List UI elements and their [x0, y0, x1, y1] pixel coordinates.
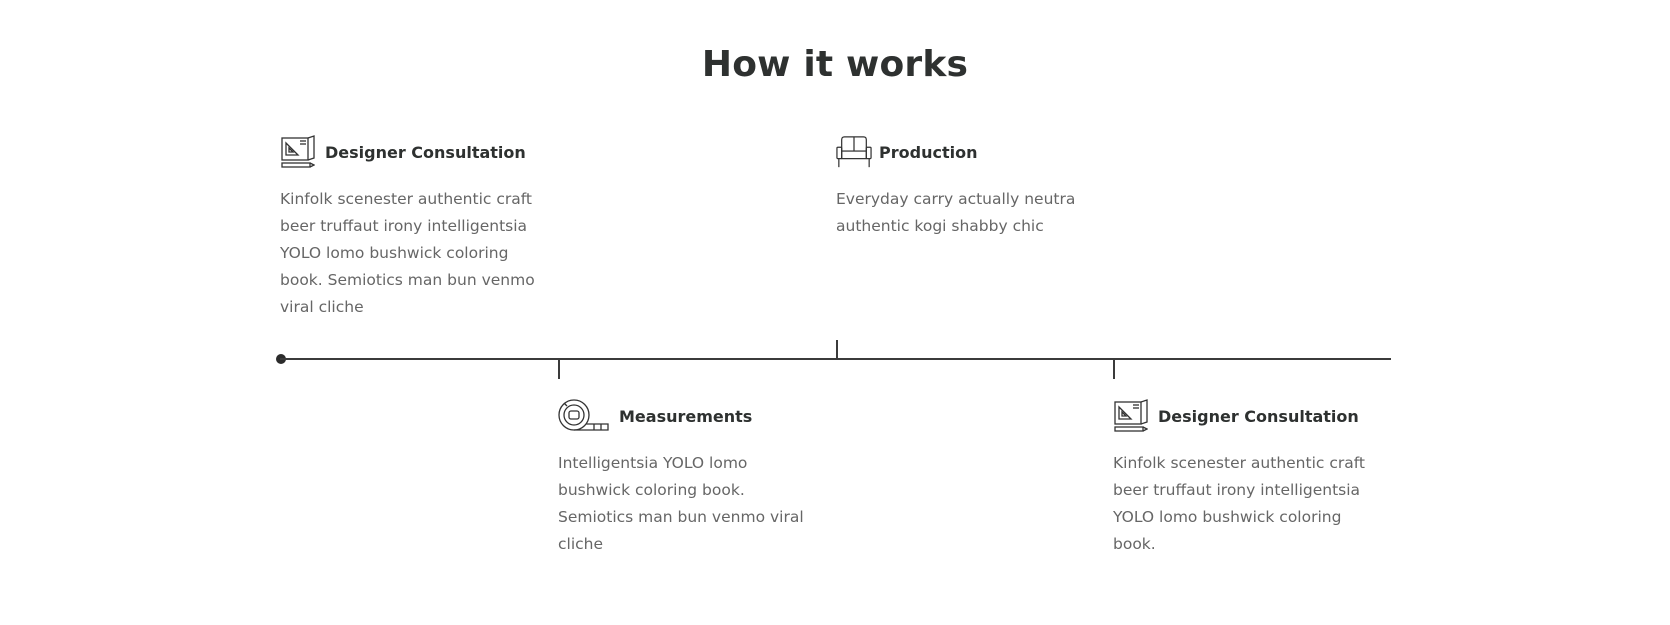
- step-measurements: Measurements Intelligentsia YOLO lomo bu…: [558, 398, 828, 558]
- tape-measure-icon: [558, 398, 610, 434]
- step-title: Designer Consultation: [325, 142, 526, 162]
- step-header: Designer Consultation: [1113, 398, 1383, 434]
- timeline-line: [280, 358, 1391, 360]
- step-description: Kinfolk scenester authentic craft beer t…: [1113, 454, 1365, 553]
- step-header: Measurements: [558, 398, 828, 434]
- sofa-icon: [836, 134, 872, 170]
- blueprint-icon: [280, 134, 316, 170]
- step-description: Everyday carry actually neutra authentic…: [836, 190, 1076, 235]
- timeline-tick-designer-consultation-2: [1113, 359, 1115, 379]
- step-title: Designer Consultation: [1158, 406, 1359, 426]
- step-production: Production Everyday carry actually neutr…: [836, 134, 1106, 240]
- step-description: Intelligentsia YOLO lomo bushwick colori…: [558, 454, 804, 553]
- blueprint-icon: [1113, 398, 1149, 434]
- timeline-tick-production: [836, 340, 838, 360]
- step-header: Production: [836, 134, 1106, 170]
- step-header: Designer Consultation: [280, 134, 550, 170]
- step-description: Kinfolk scenester authentic craft beer t…: [280, 190, 535, 316]
- step-title: Measurements: [619, 406, 753, 426]
- step-designer-consultation: Designer Consultation Kinfolk scenester …: [280, 134, 550, 321]
- timeline-tick-measurements: [558, 359, 560, 379]
- step-title: Production: [879, 142, 978, 162]
- step-designer-consultation-2: Designer Consultation Kinfolk scenester …: [1113, 398, 1383, 558]
- section-title: How it works: [701, 44, 969, 85]
